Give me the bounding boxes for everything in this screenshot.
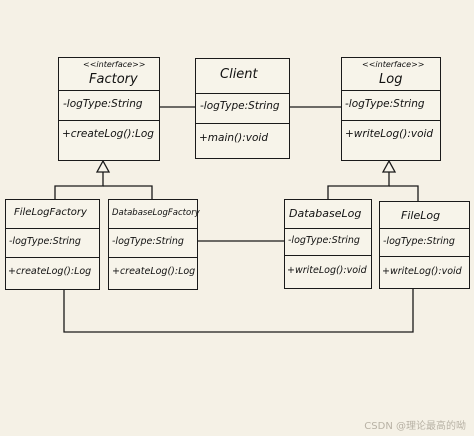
client-name: Client: [220, 67, 258, 82]
log-name: Log: [379, 72, 403, 87]
databaselog-factory-attribute: -logType:String: [112, 236, 184, 247]
databaselog-name: DatabaseLog: [289, 207, 362, 220]
databaselog-factory-attributes: -logType:String: [109, 228, 197, 257]
log-attribute: -logType:String: [345, 98, 425, 110]
log-stereotype: <<interface>>: [362, 60, 425, 69]
filelog-factory-class: FileLogFactory -logType:String +createLo…: [5, 199, 100, 290]
inheritance-tree-log: [327, 172, 390, 199]
factory-attribute: -logType:String: [63, 98, 143, 110]
databaselog-methods: +writeLog():void: [285, 255, 371, 287]
watermark: CSDN @理论最高的呦: [364, 421, 466, 432]
filelog-name: FileLog: [401, 209, 441, 222]
factory-methods: +createLog():Log: [59, 120, 159, 159]
filelog-factory-attribute: -logType:String: [9, 236, 81, 247]
databaselog-factory-method: +createLog():Log: [112, 266, 196, 277]
filelog-factory-method: +createLog():Log: [8, 266, 92, 277]
factory-stereotype: <<interface>>: [83, 60, 146, 69]
databaselog-method: +writeLog():void: [287, 265, 367, 276]
factory-name: Factory: [89, 72, 138, 87]
filelog-attributes: -logType:String: [380, 228, 469, 256]
inheritance-tree-factory: [54, 172, 104, 199]
filelog-factory-attributes: -logType:String: [6, 228, 99, 257]
inheritance-arrow-factory: [95, 159, 111, 173]
log-method: +writeLog():void: [345, 128, 434, 140]
databaselog-factory-name: DatabaseLogFactory: [112, 208, 200, 218]
filelog-factory-methods: +createLog():Log: [6, 257, 99, 288]
factory-attributes: -logType:String: [59, 90, 159, 120]
log-interface-class: <<interface>> Log -logType:String +write…: [341, 57, 441, 161]
client-attributes: -logType:String: [196, 93, 289, 123]
filelog-class: FileLog -logType:String +writeLog():void: [379, 201, 470, 289]
filelog-factory-name: FileLogFactory: [14, 207, 87, 218]
filelog-method: +writeLog():void: [382, 266, 462, 277]
factory-method: +createLog():Log: [62, 128, 154, 140]
client-attribute: -logType:String: [200, 100, 280, 112]
filelog-attribute: -logType:String: [383, 236, 455, 247]
log-attributes: -logType:String: [342, 90, 440, 120]
log-methods: +writeLog():void: [342, 120, 440, 159]
databaselog-factory-class: DatabaseLogFactory -logType:String +crea…: [108, 199, 200, 290]
databaselog-attribute: -logType:String: [288, 235, 360, 246]
databaselog-factory-methods: +createLog():Log: [109, 257, 197, 288]
filelog-methods: +writeLog():void: [380, 256, 469, 287]
client-class: Client -logType:String +main():void: [195, 58, 290, 159]
client-methods: +main():void: [196, 123, 289, 157]
association-filefactory-filelog: [63, 289, 414, 333]
inheritance-arrow-log: [381, 159, 397, 173]
factory-interface-class: <<interface>> Factory -logType:String +c…: [58, 57, 160, 161]
client-method: +main():void: [199, 132, 268, 144]
databaselog-class: DatabaseLog -logType:String +writeLog():…: [284, 199, 372, 289]
databaselog-attributes: -logType:String: [285, 228, 371, 255]
